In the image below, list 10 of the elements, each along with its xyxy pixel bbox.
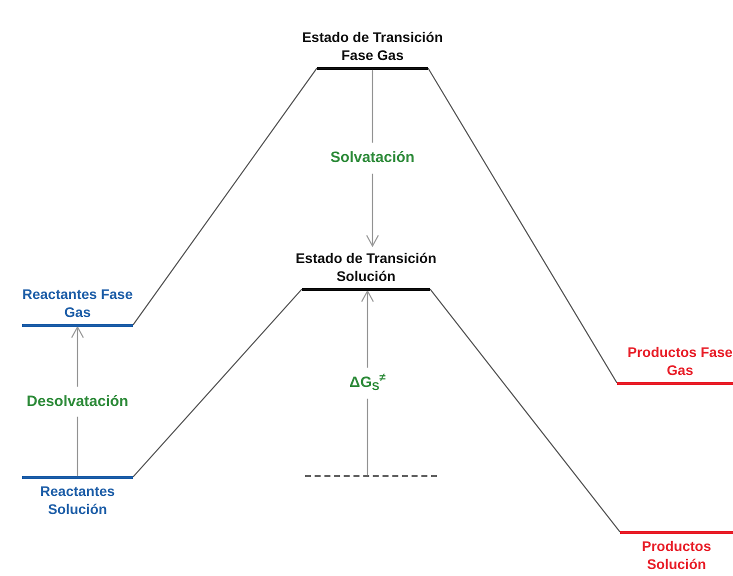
connector-line bbox=[427, 68, 618, 384]
connector-line bbox=[430, 288, 620, 532]
level-label: Reactantes Fase Gas bbox=[22, 285, 133, 322]
connector-line bbox=[132, 288, 302, 478]
connector-line bbox=[132, 68, 318, 326]
level-label: Productos Solución bbox=[640, 537, 712, 574]
level-label: Estado de Transición Solución bbox=[294, 249, 438, 286]
level-label: Productos Fase Gas bbox=[627, 343, 733, 380]
level-label: Reactantes Solución bbox=[39, 482, 116, 519]
level-label: Estado de Transición Fase Gas bbox=[301, 28, 444, 65]
